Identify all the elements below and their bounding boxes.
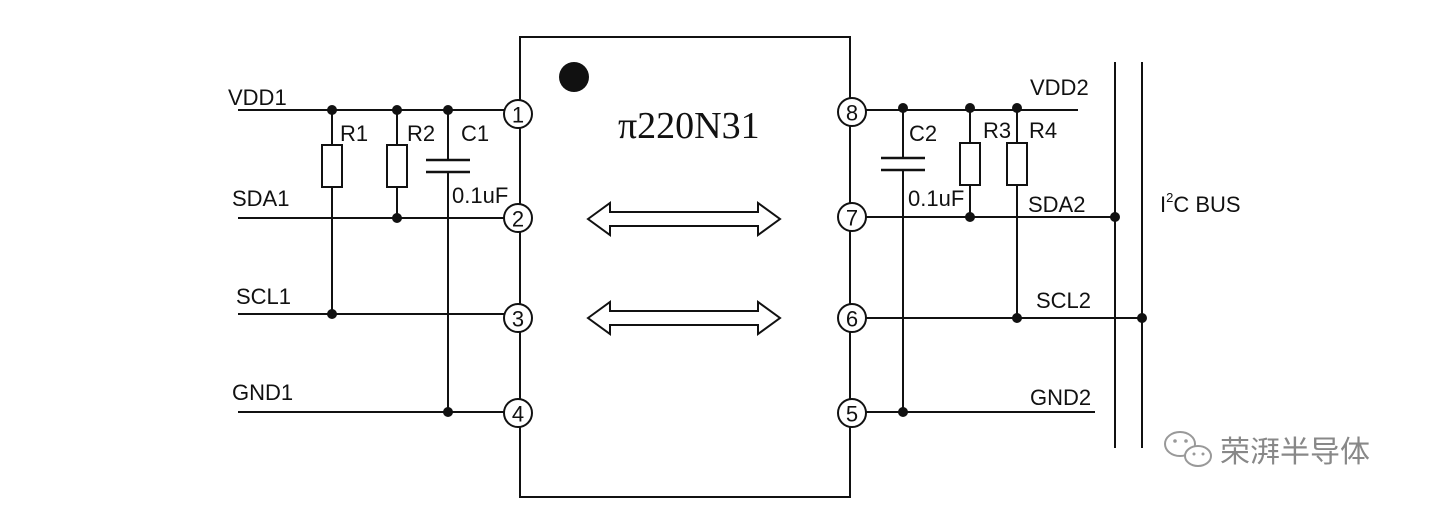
r2-label: R2 [407,121,435,146]
pin-2 [503,203,533,233]
resistor-r4 [1006,142,1028,186]
pin-8 [837,97,867,127]
pin-1 [503,99,533,129]
pin-6-number: 6 [846,307,858,332]
c2-label: C2 [909,121,937,146]
pin-2-number: 2 [512,207,524,232]
data-arrow-scl [586,300,782,336]
r3-label: R3 [983,118,1011,143]
wechat-icon [1164,431,1212,467]
pin-4 [503,398,533,428]
scl2-label: SCL2 [1036,288,1091,313]
gnd2-label: GND2 [1030,385,1091,410]
c2-value-label: 0.1uF [908,186,964,211]
pin-1-number: 1 [512,103,524,128]
r4-label: R4 [1029,118,1057,143]
pin1-marker-dot [559,62,589,92]
chip-body [519,36,851,498]
watermark-text: 荣湃半导体 [1220,435,1370,470]
pin-5 [837,398,867,428]
gnd1-label: GND1 [232,380,293,405]
c1-value-label: 0.1uF [452,183,508,208]
c1-label: C1 [461,121,489,146]
pin-3-number: 3 [512,307,524,332]
r1-label: R1 [340,121,368,146]
i2c-bus-label: I2C BUS [1160,190,1241,217]
pin-5-number: 5 [846,402,858,427]
pin-8-number: 8 [846,101,858,126]
pin-6 [837,303,867,333]
chip-name: π220N31 [618,105,760,147]
resistor-r3 [959,142,981,186]
resistor-r2 [386,144,408,188]
sda2-label: SDA2 [1028,192,1085,217]
pin-4-number: 4 [512,402,524,427]
vdd2-label: VDD2 [1030,75,1089,100]
pin-7 [837,202,867,232]
data-arrow-sda [586,201,782,237]
vdd1-label: VDD1 [228,85,287,110]
sda1-label: SDA1 [232,186,289,211]
pin-7-number: 7 [846,206,858,231]
scl1-label: SCL1 [236,284,291,309]
pin-3 [503,303,533,333]
resistor-r1 [321,144,343,188]
